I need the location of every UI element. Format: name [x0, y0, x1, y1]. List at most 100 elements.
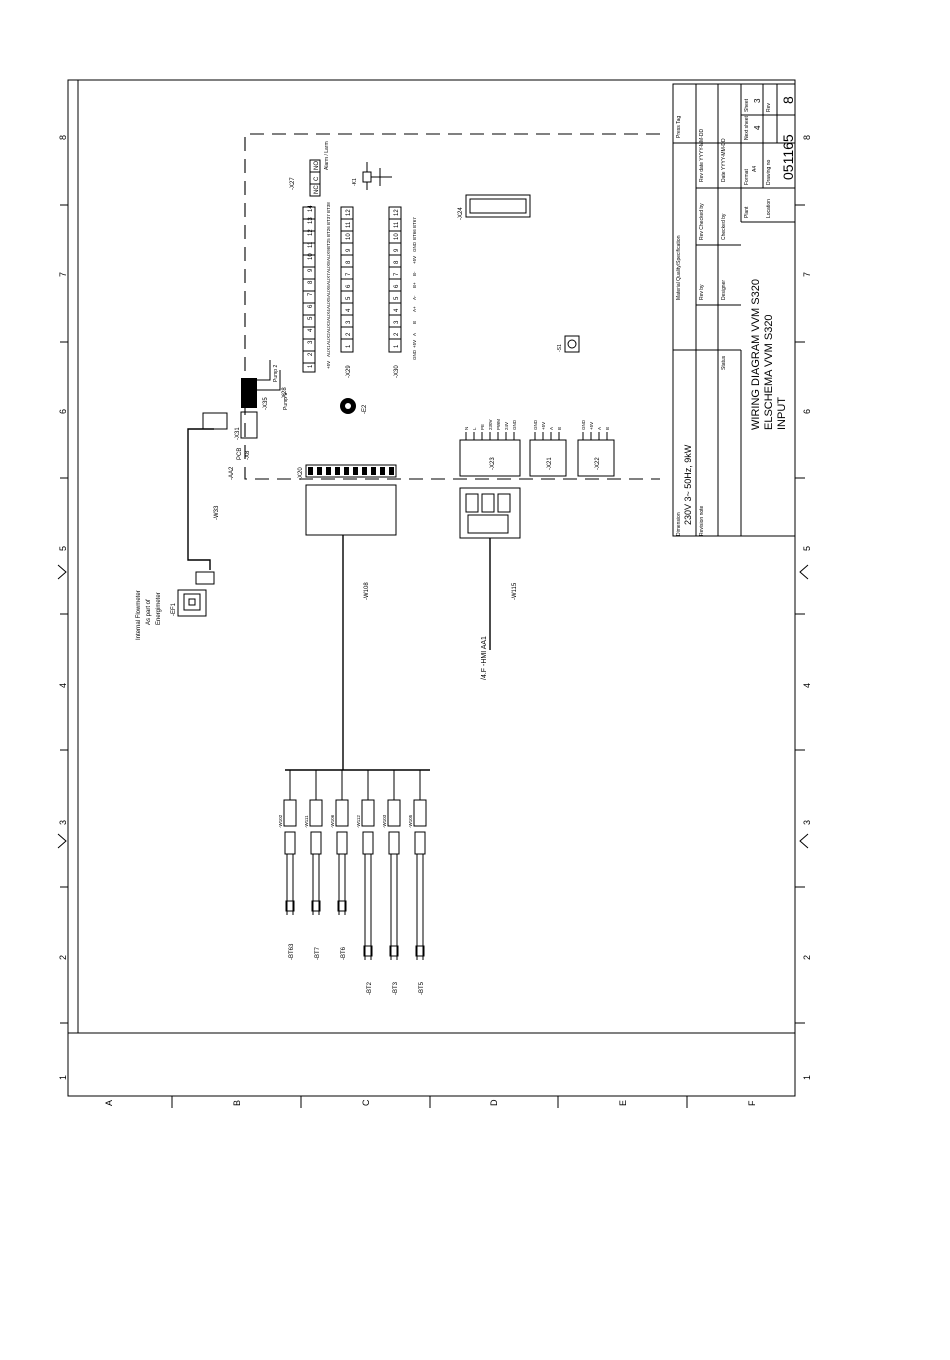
signal-name: AUX5 [326, 297, 331, 309]
pin-number: 9 [346, 248, 352, 252]
sensor-connector-label: -W105 [408, 814, 413, 828]
pin-number: 4 [308, 328, 314, 332]
pcb-label: PCB [237, 448, 243, 460]
x21-pin-label: +5V [541, 422, 546, 430]
sensor-label: -BT2 [367, 981, 373, 995]
row-label: F [747, 1100, 757, 1106]
x28-label: -X28 [282, 387, 288, 400]
pin-number: 8 [308, 280, 314, 284]
sensor-plug [310, 831, 322, 855]
pin-number: 10 [308, 253, 314, 260]
x21-pin-label: GND [533, 419, 538, 430]
rev-by-label: Rev by [699, 284, 705, 300]
designer-label: Designer [721, 280, 727, 300]
status-label: Status [721, 355, 727, 370]
connector-x20: -X20 [298, 464, 397, 536]
signal-name: AUX8 [326, 261, 331, 273]
signal-name: AUX1 [326, 345, 331, 357]
sensor-connector [335, 799, 349, 827]
x21-pin-label: A [549, 427, 554, 430]
pin-number: 9 [394, 248, 400, 252]
alarm-label: Alarm / Larm [324, 141, 330, 170]
connector-hmi: -W115 /4.F -HMI AA1 [459, 487, 521, 680]
terminal-x29: -X29 [340, 206, 354, 378]
col-label: 3 [58, 820, 68, 825]
row-label: B [232, 1100, 242, 1106]
sensor-plug [414, 831, 426, 855]
column-numbers-right: 8 7 6 5 4 3 2 1 [802, 135, 812, 1080]
signal-name: BT67 [412, 217, 417, 228]
connector-x35: -X35 -X8 -X31 Pump 1 Pump 2 [235, 360, 289, 460]
x20-pin [326, 467, 331, 475]
press-tag-label: Press Tag [676, 116, 682, 138]
signal-name: B+ [412, 282, 417, 288]
x22-pin-label: B [605, 427, 610, 430]
signal-name: GND [412, 241, 417, 252]
x20-pin [371, 467, 376, 475]
pin-number: 5 [346, 296, 352, 300]
sensor-connector [283, 799, 297, 827]
signal-name: B- [412, 271, 417, 276]
pin-number: 13 [308, 217, 314, 224]
sensor-connector-label: -W103 [382, 814, 387, 828]
col-label: 7 [802, 272, 812, 277]
pin-number: 11 [346, 221, 352, 228]
outer-frame [67, 79, 796, 1097]
pin-number: 5 [308, 316, 314, 320]
signal-name: BT26 [326, 226, 331, 237]
x20-pin [389, 467, 394, 475]
pin-number: 2 [308, 352, 314, 356]
flowmeter-ef1: -EF1 Internal Flowmeter As part of Energ… [136, 571, 215, 640]
bottom-ruler [171, 1096, 688, 1108]
pin-number: 3 [346, 320, 352, 324]
x30-label: -X30 [394, 365, 400, 378]
pin-number: 4 [346, 308, 352, 312]
checked-by-label: Checked by [721, 213, 727, 240]
right-arrow-marker [799, 833, 809, 849]
pin-number: 8 [394, 260, 400, 264]
column-numbers-left: 8 7 6 5 4 3 2 1 [58, 135, 68, 1080]
title-block: Press Tag Material Quality/Specification… [672, 83, 796, 537]
signal-name: AUX4 [326, 309, 331, 321]
pin-number: 7 [346, 272, 352, 276]
sensor-tip [285, 900, 295, 912]
supply-rating: 230V 3~ 50Hz, 9kW [683, 444, 693, 525]
w115-label: -W115 [512, 582, 518, 600]
rev-label: Rev [766, 103, 772, 112]
signal-name: AUX9 [326, 249, 331, 261]
x23-pin-label: 230V [488, 419, 493, 430]
material-label: Material Quality/Specification [676, 235, 682, 300]
signal-name: AUX2 [326, 333, 331, 345]
aa2-label: -AA2 [229, 466, 235, 480]
switch-s1: -S1 [557, 335, 580, 353]
pin-number: 6 [346, 284, 352, 288]
signal-name: AUX3 [326, 321, 331, 333]
signal-name: BT66 [412, 229, 417, 240]
row-letters: A B C D E F [104, 1099, 757, 1106]
pin-number: 10 [346, 233, 352, 240]
pin-number: 1 [394, 344, 400, 348]
subtitle-input: INPUT [776, 397, 788, 430]
pin-number: 6 [394, 284, 400, 288]
w33-label: -W33 [214, 505, 220, 520]
sensor-plug [284, 831, 296, 855]
col-label: 7 [58, 272, 68, 277]
x23-label: -X23 [490, 457, 496, 470]
x31-label: -X31 [235, 427, 241, 440]
pin-number: 10 [394, 233, 400, 240]
signal-name: BT37 [326, 214, 331, 225]
col-label: 2 [802, 955, 812, 960]
sensor-connector-label: -W111 [304, 815, 309, 828]
plant-label: Plant [744, 206, 750, 218]
drawing-no-label: Drawing no [766, 159, 772, 185]
pump1-label: Pump 1 [283, 393, 289, 410]
pin-number: 1 [308, 364, 314, 368]
x27-no: NO [314, 161, 320, 170]
